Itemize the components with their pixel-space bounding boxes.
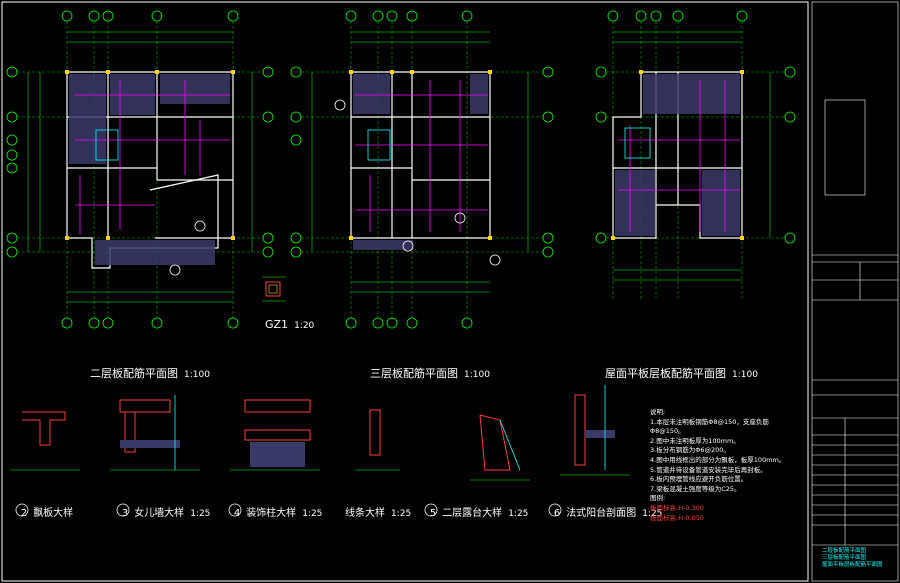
gz1-title-text: GZ1 [265, 318, 289, 331]
title-block-frame [811, 1, 899, 582]
note-line-3: 3.板分布钢筋为Φ6@200。 [650, 446, 730, 455]
detail-title-3: 3 女儿墙大样 1:25 [119, 504, 211, 519]
note-line-1: 1.本层未注明板钢筋Φ8@150，支座负筋Φ8@150。 [650, 417, 769, 436]
note-line-7: 7.梁板混凝土强度等级为C25。 [650, 484, 741, 493]
plan-2f-slab [6, 10, 274, 329]
note-line-2: 2.图中未注明板厚为100mm。 [650, 436, 740, 445]
title-block-name-3: 屋面平板层板配筋平面图 [822, 562, 883, 568]
detail-scale-4: 1:25 [302, 509, 323, 519]
detail-num-4: 4 [233, 508, 241, 519]
general-notes: 说明: 1.本层未注明板钢筋Φ8@150，支座负筋Φ8@150。 2.图中未注明… [650, 408, 802, 523]
plan-scale-2f: 1:100 [184, 370, 210, 380]
note-line-5: 5.管道井待设备管道安装完毕后再封板。 [650, 465, 767, 474]
detail-num-3: 3 [121, 508, 129, 519]
detail-scale-5: 1:25 [508, 509, 529, 519]
legend-title: 图例: [650, 494, 666, 503]
detail-title-5: 5 二层露台大样 1:25 [427, 504, 529, 519]
detail-title-line: 线条大样 1:25 [345, 504, 411, 519]
plan-title-2f: 二层板配筋平面图 1:100 [90, 365, 210, 381]
detail-name-4: 装饰柱大样 [246, 508, 297, 519]
detail-name-2: 飘板大样 [33, 508, 74, 519]
detail-scale-6: 1:25 [642, 509, 663, 519]
detail-num-5: 5 [429, 508, 437, 519]
notes-heading: 说明: [650, 408, 666, 416]
gz1-scale: 1:20 [294, 321, 315, 331]
legend-item-2: 板面标高:H-0.050 [650, 513, 705, 522]
detail-name-line: 线条大样 [345, 508, 385, 519]
plan-scale-roof: 1:100 [732, 370, 758, 380]
detail-name-5: 二层露台大样 [442, 508, 503, 519]
title-block-drawing-names: 二层板配筋平面图 三层板配筋平面图 屋面平板层板配筋平面图 [822, 548, 896, 569]
plan-title-3f-text: 三层板配筋平面图 [370, 367, 458, 380]
note-line-4: 4.图中用线框出的部分为飘板，板厚100mm。 [650, 455, 786, 464]
detail-scale-line: 1:25 [391, 509, 412, 519]
plan-3f-slab [290, 10, 554, 329]
plan-title-2f-text: 二层板配筋平面图 [90, 367, 178, 380]
plan-scale-3f: 1:100 [464, 370, 490, 380]
plan-title-3f: 三层板配筋平面图 1:100 [370, 365, 490, 381]
detail-name-3: 女儿墙大样 [134, 508, 185, 519]
plan-title-roof: 屋面平板层板配筋平面图 1:100 [605, 365, 758, 381]
detail-title-6: 6 法式阳台剖面图 1:25 [551, 504, 663, 519]
gz1-title: GZ1 1:20 [265, 318, 314, 331]
detail-num-2: 2 [20, 508, 28, 519]
detail-title-4: 4 装饰柱大样 1:25 [231, 504, 323, 519]
detail-num-6: 6 [553, 508, 561, 519]
title-block-name-1: 二层板配筋平面图 [822, 548, 867, 554]
detail-drawings [10, 385, 630, 517]
detail-scale-3: 1:25 [190, 509, 211, 519]
plan-title-roof-text: 屋面平板层板配筋平面图 [605, 367, 726, 380]
legend-item-1: 板面标高:H-0.300 [650, 503, 705, 512]
detail-title-2: 2 飘板大样 [18, 504, 73, 519]
sheet-border [1, 1, 809, 582]
title-block-name-2: 三层板配筋平面图 [822, 555, 867, 561]
note-line-6: 6.板内预埋管线应避开负筋位置。 [650, 475, 748, 484]
detail-name-6: 法式阳台剖面图 [566, 508, 637, 519]
plan-roof-slab [595, 10, 796, 300]
gz1-detail-drawing [262, 276, 286, 302]
